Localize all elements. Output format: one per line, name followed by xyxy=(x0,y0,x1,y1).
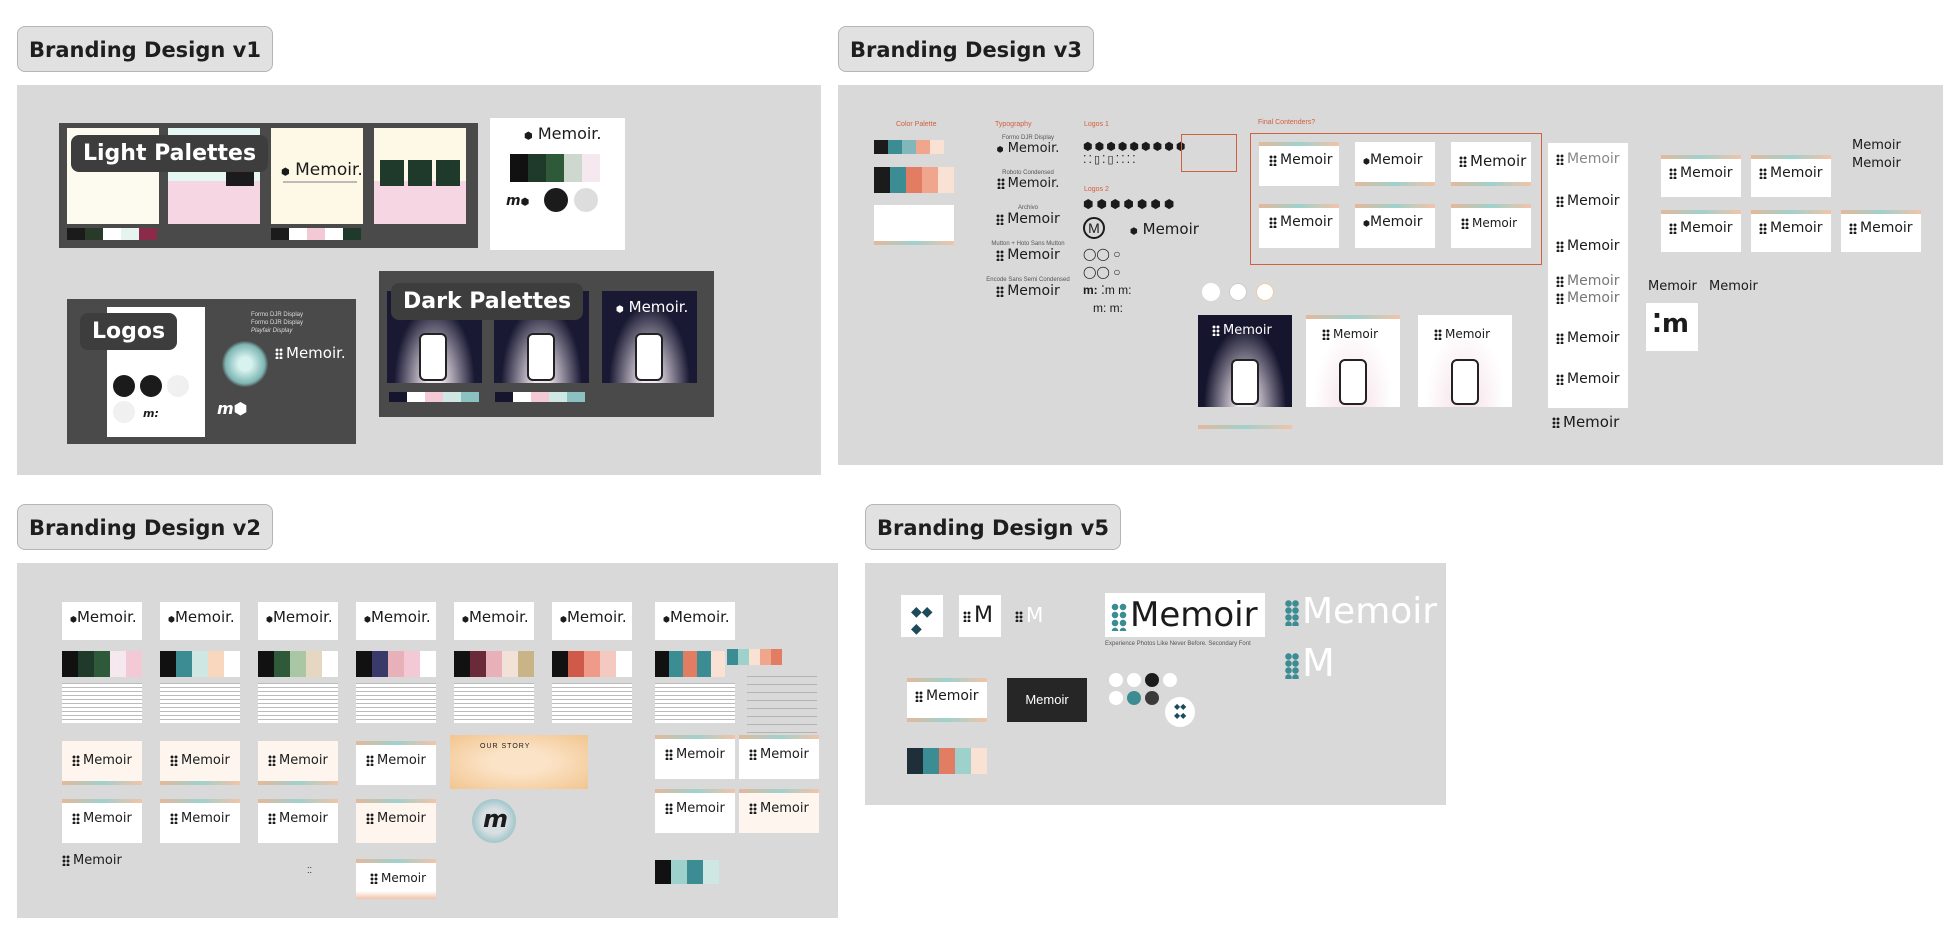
m-marks: ◯◯ ○◯◯ ○m: ⁚m m: m: m: xyxy=(1083,247,1132,315)
swatch-row xyxy=(874,167,954,193)
logos2-heading: Logos 2 xyxy=(1084,186,1109,193)
wordmark: Memoir. xyxy=(537,124,602,143)
section-title-v2[interactable]: Branding Design v2 xyxy=(17,504,273,550)
type-specimens: Formo DJR Display ⬢ Memoir. Roboto Conde… xyxy=(986,135,1070,299)
canvas-v3[interactable]: Color Palette Typography Logos 1 Logos 2… xyxy=(838,85,1943,465)
color-palette-heading: Color Palette xyxy=(896,121,937,128)
monogram-tile: ◆◆◆ xyxy=(901,595,943,637)
logo-circle-m: M xyxy=(1083,217,1105,239)
monogram-tile: ⁚m xyxy=(1646,303,1698,351)
swatch-row xyxy=(874,140,954,154)
canvas-v2[interactable]: ⬢Memoir. ⬢Memoir. ⬢Memoir. ⬢Memoir. ⬢Mem… xyxy=(17,563,838,918)
gradient-orb xyxy=(222,341,268,387)
brand-card[interactable]: ⬢ Memoir. m⬢ xyxy=(490,118,625,250)
our-story-title: OUR STORY xyxy=(480,743,531,750)
monogram: m⬢ xyxy=(506,193,530,209)
app-screen-dark: Memoir xyxy=(1198,315,1292,407)
logos-label: Logos xyxy=(80,313,178,350)
swatch-row xyxy=(907,748,987,774)
wordmark-list[interactable]: Memoir Memoir Memoir Memoir Memoir Memoi… xyxy=(1548,143,1628,408)
wordmark-plain: Memoir xyxy=(1709,279,1758,294)
swatch-row xyxy=(271,228,363,240)
monogram-coin: m xyxy=(472,799,516,843)
typography-heading: Typography xyxy=(995,121,1032,128)
section-title-v3[interactable]: Branding Design v3 xyxy=(838,26,1094,72)
drag-handle[interactable]: ⁚⁚ xyxy=(307,866,313,875)
section-title-v1[interactable]: Branding Design v1 xyxy=(17,26,273,72)
light-palettes-label: Light Palettes xyxy=(71,135,269,172)
palette-card xyxy=(374,128,466,224)
wordmark-strip: Memoir xyxy=(356,859,436,899)
monogram-tile: M xyxy=(959,595,1001,637)
camera-glyphs: ⬢⬢⬢⬢⬢⬢⬢ xyxy=(1083,197,1178,211)
logos1-heading: Logos 1 xyxy=(1084,121,1109,128)
wordmark-small: Memoir xyxy=(62,853,122,868)
notes-block xyxy=(747,676,817,746)
palette-card: ⬢ Memoir. xyxy=(271,128,363,224)
v5-tagline: Experience Photos Like Never Before. Sec… xyxy=(1105,641,1251,647)
palette-preview xyxy=(874,205,954,245)
logo-glyph-grid: ⬢⬢⬢⬢⬢⬢⬢⬢⬢⁚⁚▯⁚▯⁚⁚⁚⁚ xyxy=(1083,141,1188,166)
app-screen-light: Memoir xyxy=(1418,315,1512,407)
canvas-v5[interactable]: ◆◆◆ M M Memoir Experience Photos Like Ne… xyxy=(865,563,1446,805)
memoir-button[interactable]: Memoir xyxy=(1007,678,1087,722)
wordmark: Memoir. xyxy=(295,160,363,180)
canvas-v1[interactable]: ⬢ Memoir. Light Palettes ⬢ Memoir. m⬢ xyxy=(17,85,821,475)
logo-circle xyxy=(574,188,598,212)
our-story-card[interactable]: OUR STORY xyxy=(450,735,588,789)
wordmark-camera: Memoir xyxy=(1648,279,1697,294)
final-contenders-box[interactable]: Memoir ⬢Memoir Memoir Memoir ⬢Memoir Mem… xyxy=(1250,133,1542,265)
selection-box xyxy=(1181,134,1237,172)
section-title-v5[interactable]: Branding Design v5 xyxy=(865,504,1121,550)
dark-palettes-label: Dark Palettes xyxy=(391,283,584,320)
logo-circle xyxy=(544,188,568,212)
primary-wordmark[interactable]: Memoir xyxy=(1105,593,1265,637)
final-heading: Final Contenders? xyxy=(1258,119,1316,126)
swatch-row xyxy=(67,228,159,240)
app-screen-light: Memoir xyxy=(1306,315,1400,407)
